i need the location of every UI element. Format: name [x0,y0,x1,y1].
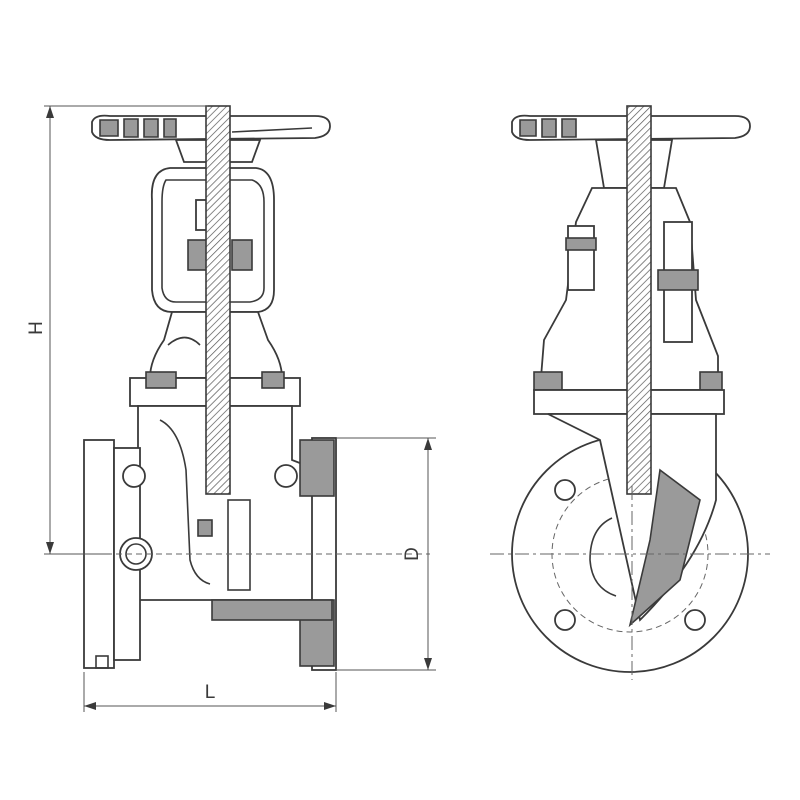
side-stem [626,105,652,495]
height-label: H [26,321,47,335]
side-view [490,105,770,680]
front-view [76,105,430,671]
diameter-label: D [402,547,423,561]
length-label: L [205,682,216,703]
dimension-l: L [83,672,337,712]
front-handwheel [91,114,331,163]
dimension-d: D [336,437,436,671]
dimension-h: H [26,105,208,555]
front-stem [205,105,231,495]
